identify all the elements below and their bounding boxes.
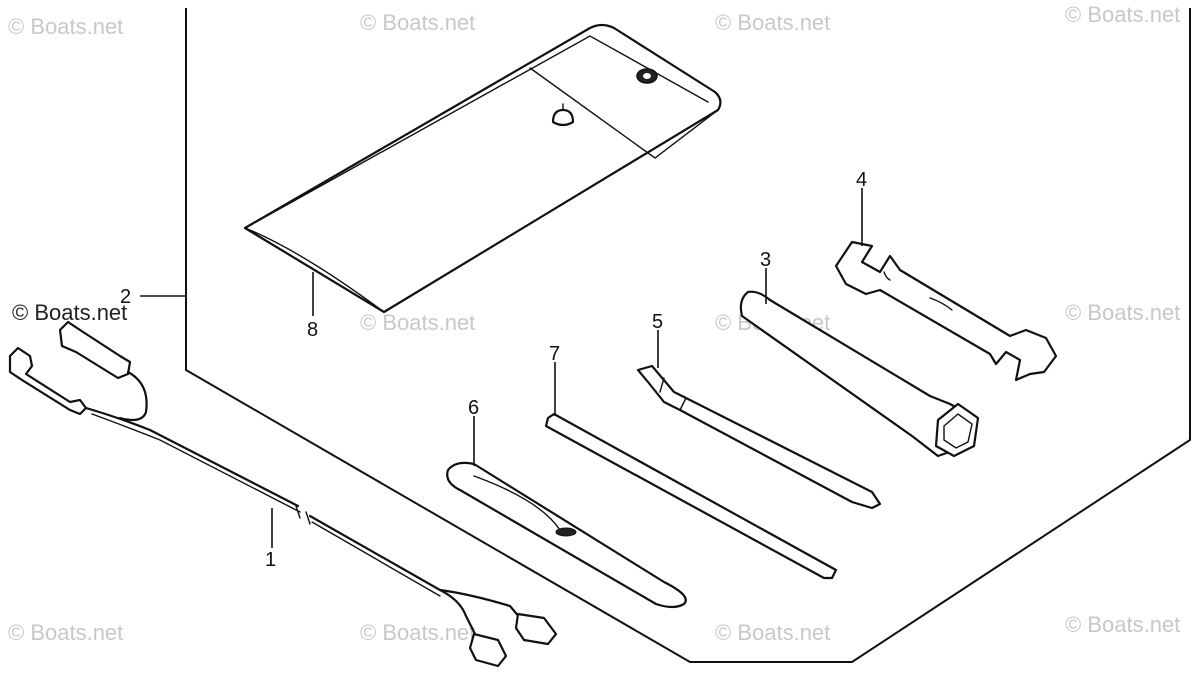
- bar-7: [544, 412, 838, 580]
- watermark-text: © Boats.net: [715, 620, 830, 645]
- copyright-label: © Boats.net: [12, 300, 127, 325]
- callout-labels: 4 3 5 7 6 8 2 1: [120, 169, 867, 571]
- watermark-text: © Boats.net: [1065, 300, 1180, 325]
- battery-cable-1: [8, 320, 558, 668]
- watermark-text: © Boats.net: [715, 10, 830, 35]
- tire-lever-6: [446, 461, 687, 609]
- watermark-text: © Boats.net: [1065, 612, 1180, 637]
- watermark-text: © Boats.net: [360, 310, 475, 335]
- callout-1: 1: [265, 549, 276, 571]
- leader-lines: [140, 188, 863, 548]
- watermark-text: © Boats.net: [8, 14, 123, 39]
- tool-bag: [243, 23, 722, 314]
- callout-5: 5: [652, 311, 663, 333]
- wrench-3: [739, 290, 980, 458]
- callout-6: 6: [468, 397, 479, 419]
- callout-3: 3: [760, 249, 771, 271]
- watermark-layer: © Boats.net © Boats.net © Boats.net © Bo…: [8, 2, 1180, 645]
- callout-7: 7: [549, 343, 560, 365]
- watermark-text: © Boats.net: [1065, 2, 1180, 27]
- watermark-text: © Boats.net: [360, 620, 475, 645]
- wrench-4: [834, 240, 1058, 382]
- callout-2: 2: [120, 286, 131, 308]
- kit-boundary-outline: [185, 8, 1191, 663]
- watermark-text: © Boats.net: [8, 620, 123, 645]
- callout-8: 8: [307, 319, 318, 341]
- callout-4: 4: [856, 169, 867, 191]
- screwdriver-5: [636, 364, 882, 510]
- watermark-text: © Boats.net: [360, 10, 475, 35]
